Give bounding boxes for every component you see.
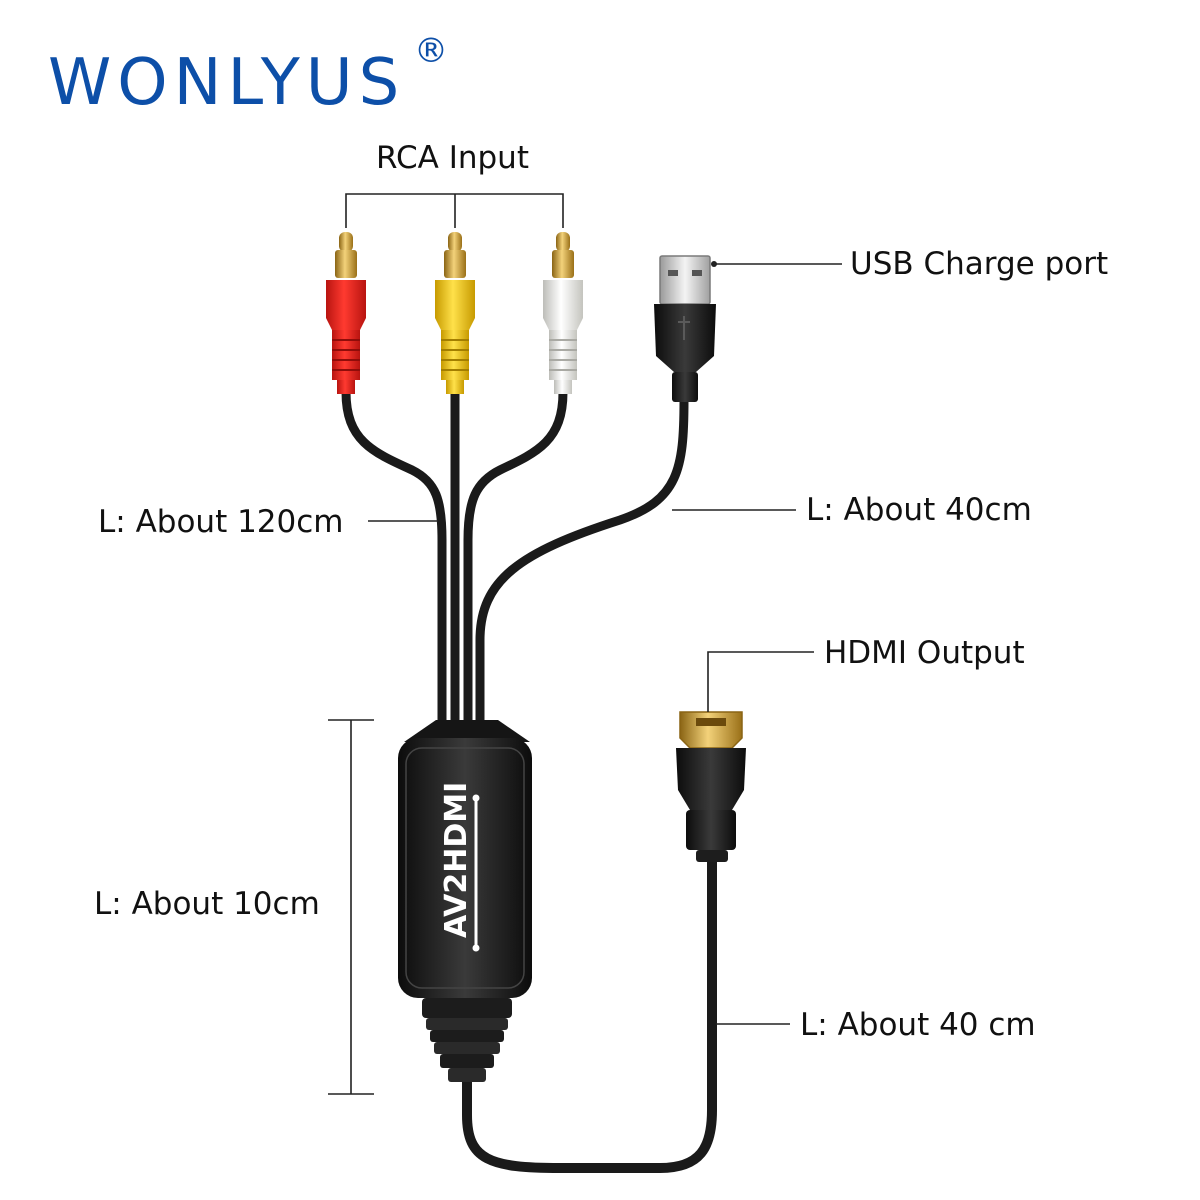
brand-logo: WONLYUS ®	[48, 31, 448, 120]
rca-input-annotation: RCA Input	[345, 140, 564, 228]
hdmi-plug	[676, 711, 746, 862]
hdmi-cable	[462, 853, 717, 1173]
rca-white-cable	[463, 387, 568, 735]
rca-plug-white	[543, 232, 583, 394]
usb-port-annotation: USB Charge port	[711, 246, 1108, 282]
hdmi-length-annotation: L: About 40 cm	[716, 1007, 1036, 1043]
body-label: AV2HDMI	[439, 782, 474, 938]
hdmi-length-label: L: About 40 cm	[800, 1007, 1036, 1043]
body-length-label: L: About 10cm	[94, 886, 320, 922]
rca-plug-red	[326, 232, 366, 394]
rca-length-annotation: L: About 120cm	[98, 504, 438, 540]
rca-input-label: RCA Input	[376, 140, 529, 176]
cables	[341, 387, 717, 1173]
hdmi-output-annotation: HDMI Output	[707, 635, 1025, 712]
usb-cable	[475, 395, 689, 735]
rca-length-label: L: About 120cm	[98, 504, 344, 540]
rca-red-cable	[341, 387, 447, 735]
rca-plug-yellow	[435, 232, 475, 394]
usb-length-label: L: About 40cm	[806, 492, 1032, 528]
usb-plug	[654, 255, 716, 402]
usb-port-label: USB Charge port	[850, 246, 1108, 282]
usb-length-annotation: L: About 40cm	[672, 492, 1032, 528]
hdmi-output-label: HDMI Output	[824, 635, 1025, 671]
brand-name: WONLYUS	[48, 46, 405, 120]
body-length-annotation: L: About 10cm	[94, 719, 374, 1095]
converter-body: AV2HDMI	[398, 720, 532, 1082]
registered-mark: ®	[414, 31, 448, 71]
